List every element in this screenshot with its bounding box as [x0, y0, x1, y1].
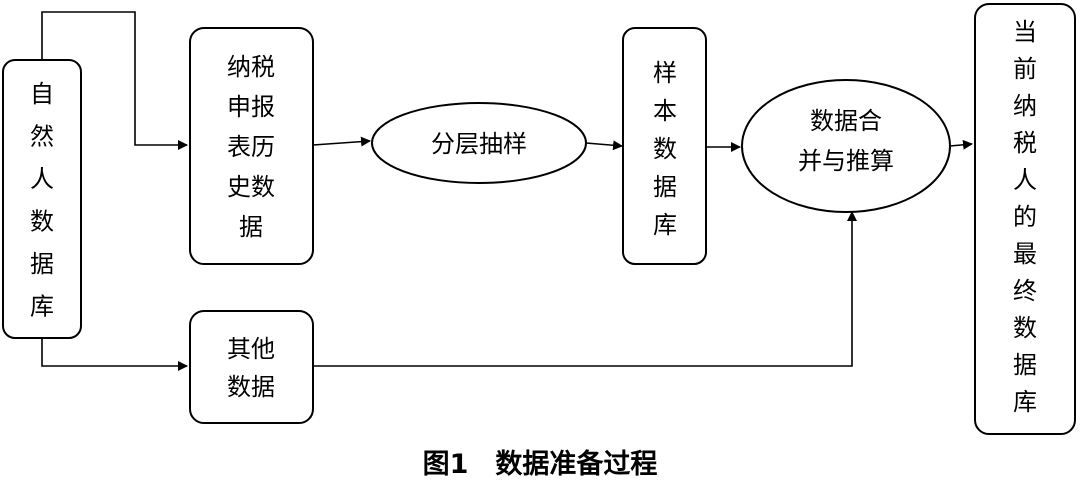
edge-sampling-to-sample-db [585, 140, 623, 151]
node-label-line: 最 [1013, 240, 1037, 268]
node-label-line: 数 [30, 207, 54, 235]
node-merge-infer: 数据合并与推算 [741, 79, 951, 213]
svg-text:当前纳税人的最终数据库: 当前纳税人的最终数据库 [1013, 18, 1037, 416]
node-label-line: 然 [30, 122, 54, 150]
node-label-line: 库 [1013, 388, 1037, 416]
svg-text:数据合并与推算: 数据合并与推算 [798, 107, 894, 175]
node-label-line: 史数 [227, 173, 275, 201]
node-label-line: 库 [653, 211, 677, 239]
node-label-line: 终 [1013, 277, 1037, 305]
edge-tax-history-to-sampling [312, 136, 371, 147]
node-label-line: 数据合 [810, 107, 882, 135]
node-label-line: 人 [1013, 166, 1037, 194]
svg-text:自然人数据库: 自然人数据库 [30, 80, 54, 321]
node-label-line: 自 [30, 80, 54, 108]
node-label-line: 数 [653, 135, 677, 163]
svg-text:其他数据: 其他数据 [227, 335, 275, 401]
node-label-line: 人 [30, 165, 54, 193]
node-label-line: 库 [30, 292, 54, 320]
figure-caption: 图1 数据准备过程 [423, 449, 658, 480]
svg-text:分层抽样: 分层抽样 [431, 130, 527, 158]
node-label-line: 表历 [227, 133, 275, 161]
node-label-line: 纳 [1013, 92, 1037, 120]
edge-other-data-to-merge [313, 211, 857, 367]
node-label-line: 前 [1013, 55, 1037, 83]
node-label-line: 税 [1013, 129, 1037, 157]
node-label-line: 本 [653, 97, 677, 125]
node-label-line: 据 [30, 250, 54, 278]
svg-text:样本数据库: 样本数据库 [653, 59, 677, 239]
node-label-line: 分层抽样 [431, 130, 527, 158]
node-stratified-sampling: 分层抽样 [371, 102, 587, 184]
node-label-line: 样 [653, 59, 677, 87]
node-label-line: 数 [1013, 314, 1037, 342]
node-other-data: 其他数据 [189, 310, 314, 424]
node-label-line: 的 [1013, 203, 1037, 231]
node-label-line: 数据 [227, 373, 275, 401]
node-label-line: 纳税 [227, 53, 275, 81]
edge-natural-db-to-other-data [41, 338, 188, 371]
node-label-line: 其他 [227, 335, 275, 363]
node-sample-db: 样本数据库 [622, 27, 707, 265]
edge-natural-db-to-tax-history [41, 11, 188, 150]
node-final-db: 当前纳税人的最终数据库 [974, 3, 1076, 435]
node-label-line: 据 [653, 173, 677, 201]
node-label-line: 申报 [227, 93, 275, 121]
node-label-line: 据 [1013, 351, 1037, 379]
node-label-line: 当 [1013, 18, 1037, 46]
node-tax-history: 纳税申报表历史数据 [189, 27, 314, 265]
node-label-line: 并与推算 [798, 147, 894, 175]
edge-merge-to-final-db [949, 139, 973, 150]
node-label-line: 据 [239, 213, 263, 241]
node-natural-person-db: 自然人数据库 [2, 59, 82, 339]
svg-text:纳税申报表历史数据: 纳税申报表历史数据 [227, 53, 275, 241]
